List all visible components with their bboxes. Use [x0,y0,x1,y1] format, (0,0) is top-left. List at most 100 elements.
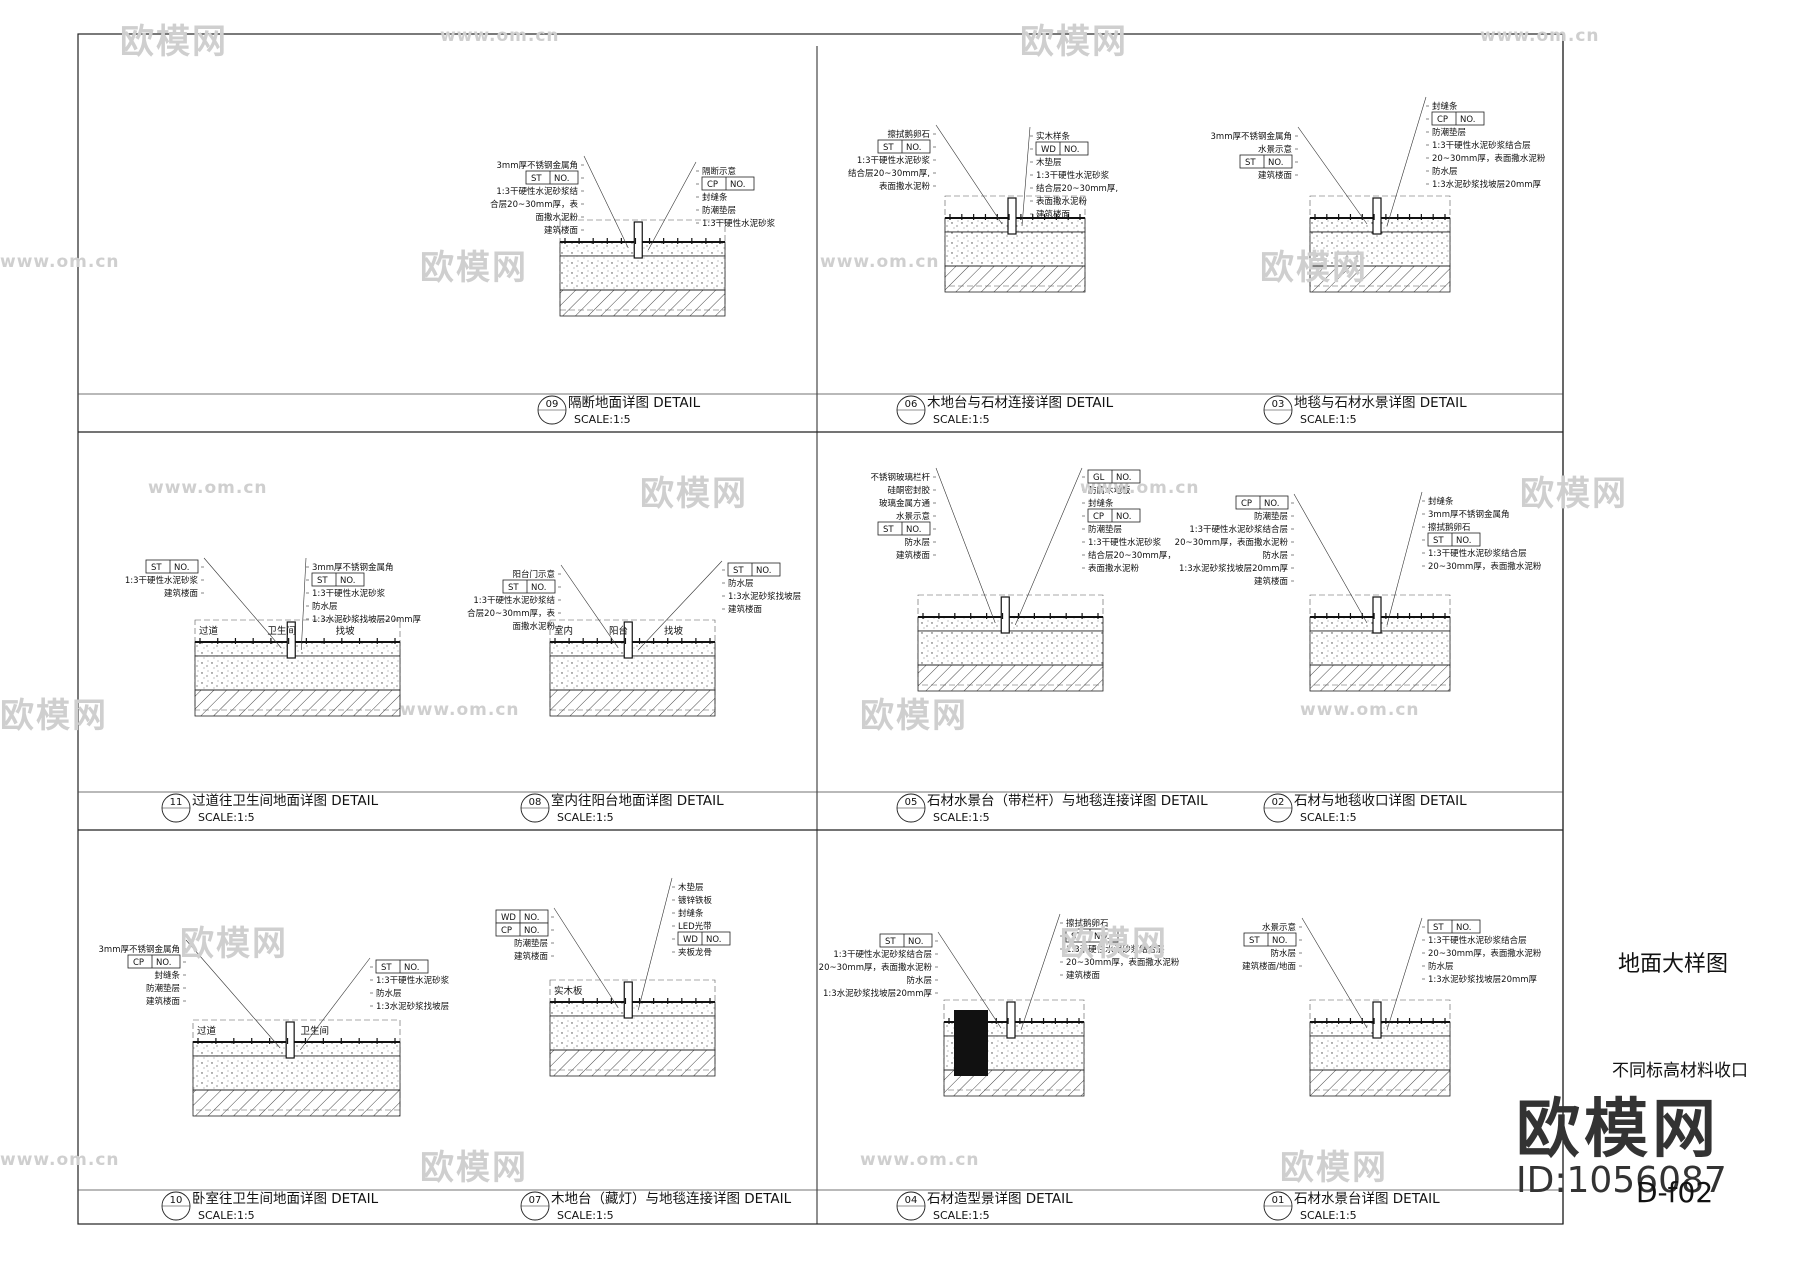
detail-number: 07 [529,1195,542,1206]
annotation-label: 1:3干硬性水泥砂浆 [312,588,386,599]
sheet-number: D-f02 [1636,1176,1714,1209]
detail-scale: SCALE:1:5 [557,811,614,824]
transition-profile [286,621,296,659]
material-code: ST [1433,923,1444,933]
annotation-label: 防潮垫层 [1254,511,1288,522]
material-tag: WD NO. [1035,141,1089,156]
material-code: ST [733,566,744,576]
annotation-label: 1:3干硬性水泥砂浆 [702,218,776,229]
annotation-label: 表面撒水泥粉 [1036,196,1088,207]
annotation-label: 3mm厚不锈钢金属角 [99,944,180,955]
material-number: NO. [531,583,546,593]
detail-title: 过道往卫生间地面详图 DETAIL [192,793,379,809]
annotation-label: 1:3干硬性水泥砂浆结 [473,595,555,606]
material-code: CP [501,926,512,936]
material-number: NO. [340,576,355,586]
annotation-label: 水景示意 [1258,144,1292,155]
annotation-label: 1:3干硬性水泥砂浆 [376,975,450,986]
material-number: NO. [1064,145,1079,155]
material-code: WD [1041,145,1056,155]
annotation-label: 1:3干硬性水泥砂浆 [857,155,931,166]
material-number: NO. [524,926,539,936]
annotation-label: 3mm厚不锈钢金属角 [1211,131,1292,142]
room-label: 找坡 [664,625,684,637]
annotation-label: 玻璃金属方通 [879,498,931,509]
annotation-label: 封缝条 [1088,498,1114,509]
detail-number: 02 [1272,797,1285,808]
annotation-label: 表面撒水泥粉 [879,181,931,192]
structural-slab [549,689,716,717]
annotation-label: 1:3干硬性水泥砂浆结合层 [833,949,932,960]
annotation-label: 合层20~30mm厚，表 [467,608,555,619]
material-tag: CP NO. [495,922,549,937]
detail-scale: SCALE:1:5 [198,811,255,824]
material-number: NO. [1116,512,1131,522]
annotation-label: 建筑楼面 [514,951,549,962]
annotation-label: 防潮垫层 [146,983,180,994]
detail-scale: SCALE:1:5 [198,1209,255,1222]
structural-slab [917,664,1104,692]
detail-title: 石材与地毯收口详图 DETAIL [1294,793,1467,809]
material-number: NO. [756,566,771,576]
annotation-label: 1:3干硬性水泥砂浆结合层 [1428,935,1527,946]
material-code: ST [883,525,894,535]
annotation-label: 封缝条 [154,970,180,981]
material-number: NO. [730,180,745,190]
annotation-label: 3mm厚不锈钢金属角 [1428,509,1509,520]
annotation-label: 建筑楼面/地面 [1242,961,1296,972]
sheet-subtitle: 不同标高材料收口 [1612,1061,1748,1081]
detail-number: 04 [905,1195,918,1206]
transition-profile [1372,197,1382,235]
annotation-label: 防水层 [1432,166,1458,177]
annotation-label: 硅酮密封胶 [887,485,930,496]
annotation-label: 木垫层 [678,882,704,893]
material-number: NO. [706,935,721,945]
annotation-label: 封缝条 [1432,101,1458,112]
annotation-label: 防水层 [1262,550,1288,561]
detail-title: 卧室往卫生间地面详图 DETAIL [192,1190,379,1207]
detail-scale: SCALE:1:5 [557,1209,614,1222]
material-number: NO. [174,563,189,573]
material-number: NO. [1460,115,1475,125]
annotation-label: 结合层20~30mm厚, [1036,183,1118,194]
finish-layer [192,1041,401,1057]
annotation-label: 1:3干硬性水泥砂浆 [1036,170,1110,181]
detail-number: 01 [1272,1195,1285,1206]
room-label: 阳台 [609,625,628,637]
material-code: ST [151,563,162,573]
finish-layer [194,641,401,657]
annotation-label: 防潮垫层 [702,205,736,216]
annotation-label: 20~30mm厚，表面撒水泥粉 [1428,561,1542,572]
screed-layer [1309,630,1451,666]
screed-layer [549,1015,716,1051]
material-code: ST [883,143,894,153]
annotation-label: 1:3水泥砂浆找坡层20mm厚 [823,988,933,999]
screed-layer [559,255,726,291]
screed-layer [549,655,716,691]
material-code: ST [508,583,519,593]
detail-title: 木地台（藏灯）与地毯连接详图 DETAIL [551,1190,792,1207]
annotation-label: 不锈钢玻璃栏杆 [870,472,930,483]
detail-number: 11 [170,797,183,808]
detail-scale: SCALE:1:5 [933,811,990,824]
annotation-label: 封缝条 [1428,496,1454,507]
detail-scale: SCALE:1:5 [1300,1209,1357,1222]
annotation-label: 1:3干硬性水泥砂浆结合层 [1189,524,1288,535]
annotation-label: 20~30mm厚，表面撒水泥粉 [1175,537,1289,548]
transition-profile [1006,1001,1016,1039]
room-label: 过道 [197,1025,217,1037]
transition-profile [285,1021,295,1059]
annotation-label: 防水层 [728,578,754,589]
detail-title: 石材水景台详图 DETAIL [1294,1191,1440,1207]
structural-slab [944,265,1086,293]
material-number: NO. [1116,473,1131,483]
